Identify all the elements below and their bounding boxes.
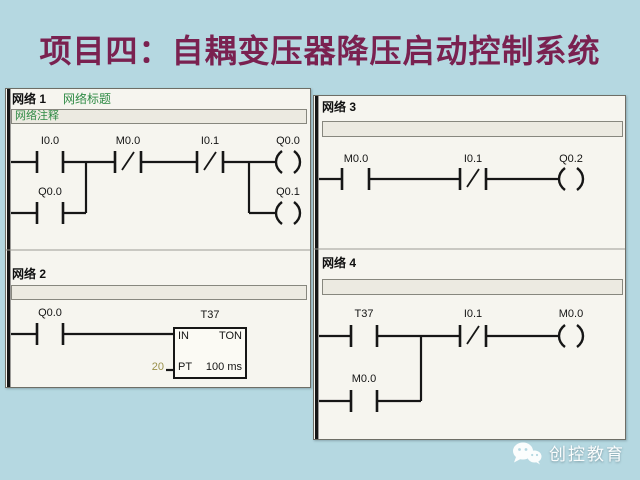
network3-comment-field[interactable] [322, 121, 623, 137]
network1-header: 网络 1 [12, 92, 47, 106]
network4-header: 网络 4 [322, 256, 357, 270]
page-title: 项目四：自耦变压器降压启动控制系统 [39, 32, 601, 70]
n4-coil-label[interactable]: M0.0 [558, 308, 584, 320]
n2-contact1-label[interactable]: Q0.0 [38, 307, 62, 319]
ladder-canvas-right[interactable] [314, 96, 625, 439]
network4-comment-field[interactable] [322, 279, 623, 295]
n1-contact1-label[interactable]: I0.0 [40, 135, 60, 147]
n4-contact2-label[interactable]: I0.1 [463, 308, 483, 320]
n1-branch-contact-label[interactable]: Q0.0 [38, 186, 62, 198]
n1-coil1-label[interactable]: Q0.0 [276, 135, 300, 147]
n3-contact1-label[interactable]: M0.0 [343, 153, 369, 165]
timer-pt-label: PT [178, 361, 193, 373]
network2-header: 网络 2 [12, 267, 47, 281]
timer-timebase-label: 100 ms [205, 361, 242, 373]
plc-panel-left: 网络 1 网络标题 网络注释 I0.0 M0.0 I0.1 Q0.0 Q0.0 … [5, 88, 311, 388]
n3-contact2-label[interactable]: I0.1 [463, 153, 483, 165]
n3-coil-label[interactable]: Q0.2 [559, 153, 583, 165]
watermark-brand: 创控教育 [549, 445, 625, 464]
watermark: 创控教育 [512, 440, 625, 465]
timer-type-label: TON [218, 330, 242, 342]
timer-in-label: IN [178, 330, 189, 342]
network2-comment-field[interactable] [11, 285, 307, 300]
network1-title-field[interactable]: 网络标题 [63, 92, 112, 106]
n4-contact1-label[interactable]: T37 [354, 308, 374, 320]
network3-header: 网络 3 [322, 100, 357, 114]
n1-coil2-label[interactable]: Q0.1 [276, 186, 300, 198]
wechat-icon [512, 441, 542, 465]
timer-pt-value[interactable]: 20 [151, 361, 164, 373]
network1-comment-field[interactable]: 网络注释 [11, 109, 307, 124]
n4-branch-contact-label[interactable]: M0.0 [351, 373, 377, 385]
n1-contact2-label[interactable]: M0.0 [115, 135, 141, 147]
n1-contact3-label[interactable]: I0.1 [200, 135, 220, 147]
plc-panel-right: 网络 3 M0.0 I0.1 Q0.2 网络 4 T37 I0.1 M0.0 M… [313, 95, 626, 440]
ladder-canvas-left[interactable] [6, 89, 310, 387]
timer-name-label[interactable]: T37 [200, 309, 220, 321]
